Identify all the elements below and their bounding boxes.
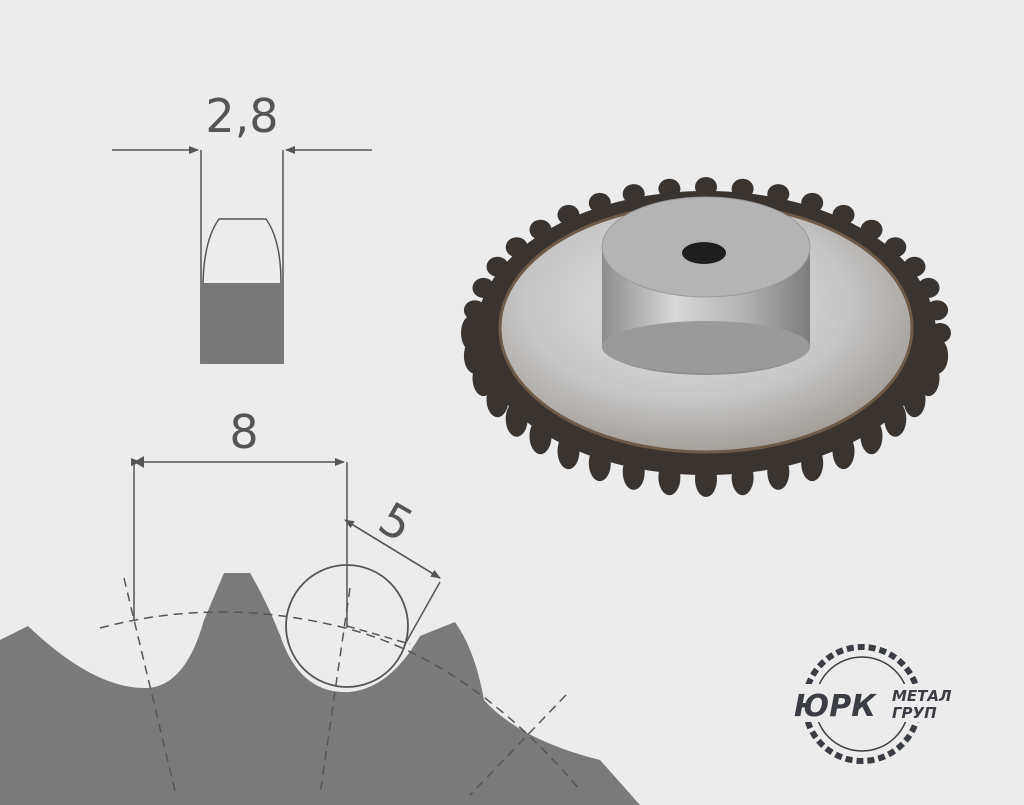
sprocket-bore	[682, 242, 726, 264]
roller-dimension-label: 5	[370, 491, 422, 552]
logo-line2-text: ГРУП	[892, 704, 937, 722]
tooth-width-section: 2,8	[112, 89, 372, 364]
profile-fill	[0, 573, 640, 805]
pitch-dimension-label: 8	[229, 405, 258, 459]
tooth-profile: 8 5	[0, 405, 640, 805]
tooth-section-fill	[201, 283, 283, 364]
company-logo: ЮРК МЕТАЛ ГРУП	[792, 644, 962, 764]
sprocket-photo	[461, 177, 951, 497]
logo-line1-text: МЕТАЛ	[892, 687, 952, 705]
width-dimension-label: 2,8	[205, 89, 278, 143]
logo-main-text: ЮРК	[794, 689, 877, 724]
